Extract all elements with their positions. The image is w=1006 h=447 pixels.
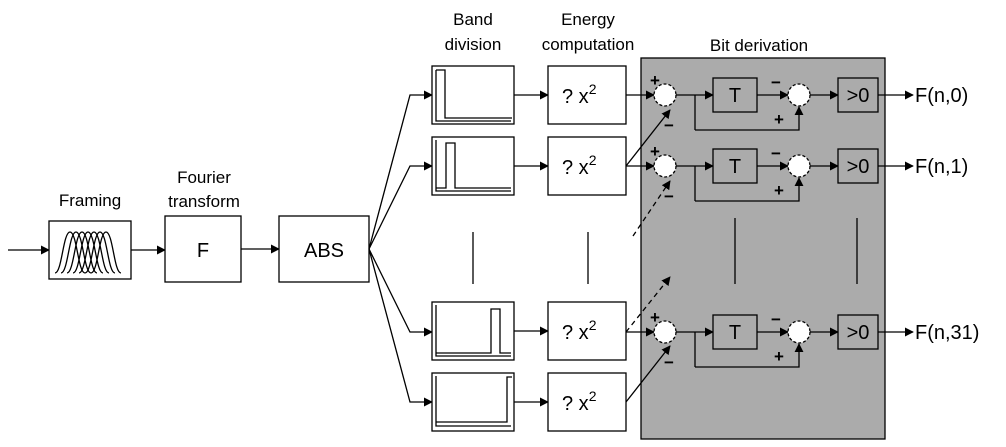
threshold-label: >0 (847, 85, 870, 107)
filter-to-energy-arrows (514, 90, 549, 407)
fourier-label-line1: Fourier (177, 168, 231, 187)
energy-symbol: ? x (562, 393, 589, 415)
abs-block (278, 215, 370, 283)
energy-symbol: ? x (562, 86, 589, 108)
band-filter-0 (431, 65, 515, 125)
sum1-plus-sign: + (650, 308, 660, 327)
energy-computation-label-line2: computation (542, 35, 635, 54)
sum1-minus-sign: − (664, 353, 674, 372)
energy-block-0: ? x2 (547, 65, 627, 125)
bit-row-1: T >0 + − − + (650, 142, 914, 206)
energy-symbol: ? x (562, 157, 589, 179)
band-division-label-line2: division (445, 35, 502, 54)
fourier-label-line2: transform (168, 192, 240, 211)
abs-fanout-lines (368, 90, 433, 407)
threshold-label: >0 (847, 322, 870, 344)
fourier-transform-symbol: F (197, 240, 209, 262)
band-filter-32 (431, 372, 515, 432)
framing-label: Framing (59, 191, 121, 210)
energy-to-sum-arrows (625, 90, 671, 403)
svg-text:? x2: ? x2 (562, 81, 597, 108)
framing-block (48, 220, 132, 280)
bit-derivation-panel (640, 57, 886, 440)
output-label-1: F(n,1) (915, 156, 968, 178)
sum2-minus-sign: − (771, 73, 781, 92)
delay-label: T (729, 322, 741, 344)
sum1-minus-sign: − (664, 116, 674, 135)
delay-label: T (729, 85, 741, 107)
sum2-plus-sign: + (774, 110, 784, 129)
sum1-plus-sign: + (650, 71, 660, 90)
energy-symbol: ? x (562, 322, 589, 344)
bit-row-0: T >0 + − − + (650, 71, 914, 135)
output-label-0: F(n,0) (915, 85, 968, 107)
svg-text:? x2: ? x2 (562, 388, 597, 415)
sum2-minus-sign: − (771, 144, 781, 163)
bit-row-31: T >0 + − − + (650, 308, 914, 372)
threshold-label: >0 (847, 156, 870, 178)
energy-block-31: ? x2 (547, 301, 627, 361)
sum2-minus-sign: − (771, 310, 781, 329)
energy-exponent: 2 (589, 388, 597, 404)
delay-label: T (729, 156, 741, 178)
energy-block-32: ? x2 (547, 372, 627, 432)
svg-text:? x2: ? x2 (562, 152, 597, 179)
bit-derivation-label: Bit derivation (710, 36, 808, 55)
energy-exponent: 2 (589, 152, 597, 168)
svg-text:? x2: ? x2 (562, 317, 597, 344)
fourier-transform-block (164, 215, 242, 283)
continuation-lines (472, 218, 858, 284)
band-filter-1 (431, 136, 515, 196)
sum1-minus-sign: − (664, 187, 674, 206)
sum2-plus-sign: + (774, 181, 784, 200)
band-filter-31 (431, 301, 515, 361)
band-division-label-line1: Band (453, 10, 493, 29)
energy-exponent: 2 (589, 81, 597, 97)
energy-exponent: 2 (589, 317, 597, 333)
energy-block-1: ? x2 (547, 136, 627, 196)
sum1-plus-sign: + (650, 142, 660, 161)
sum2-plus-sign: + (774, 347, 784, 366)
energy-computation-label-line1: Energy (561, 10, 615, 29)
abs-label: ABS (304, 240, 344, 262)
output-label-31: F(n,31) (915, 322, 979, 344)
